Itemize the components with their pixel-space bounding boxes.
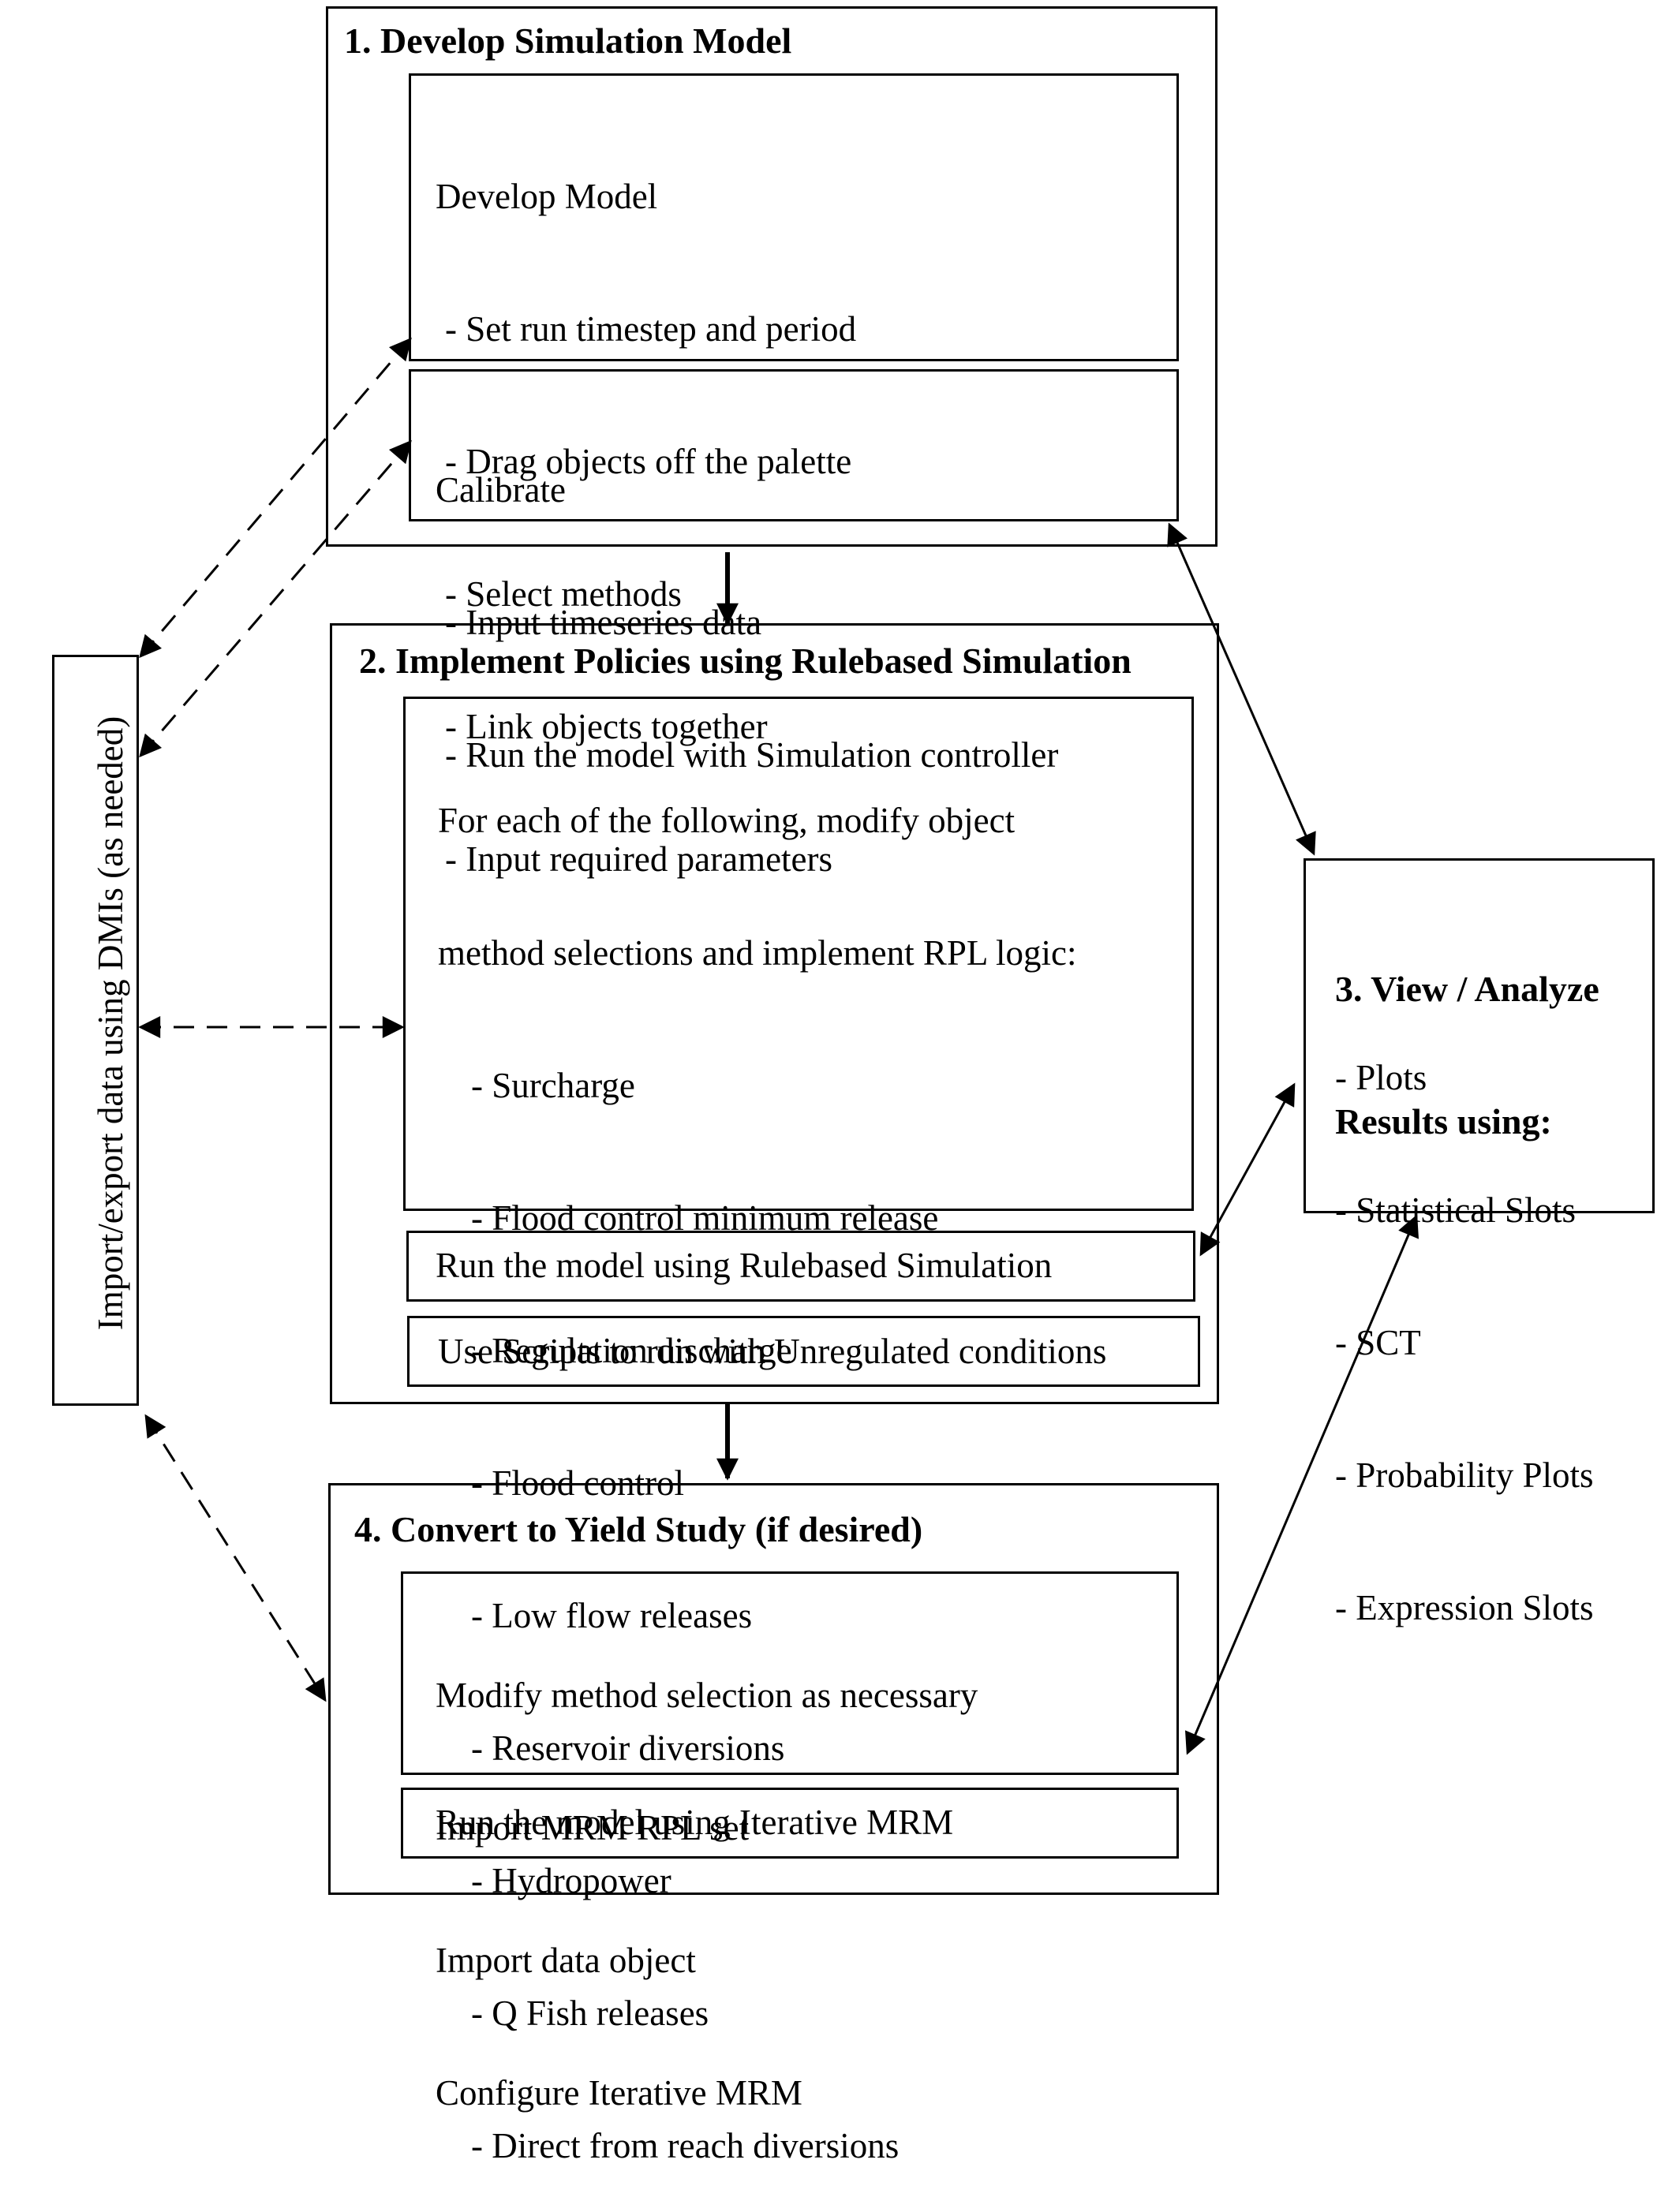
dmi-arrow-yield [144,1414,327,1702]
dmi-box [52,655,139,1406]
policy-item: - Regulation discharge [471,1331,792,1370]
calibrate-content: Calibrate - Input timeseries data - Run … [436,379,1058,821]
run-rulebased-label: Run the model using Rulebased Simulation [436,1246,1053,1285]
run-mrm-label: Run the model using Iterative MRM [436,1803,954,1842]
step2-title: 2. Implement Policies using Rulebased Si… [359,641,1131,681]
yield-config-item: Modify method selection as necessary [436,1676,978,1715]
calibrate-item: - Input timeseries data [445,603,762,642]
step1-develop-simulation-model [326,6,1218,547]
step4-convert-to-yield-study [328,1483,1219,1895]
policy-item: - Surcharge [471,1066,635,1105]
results-arrow-mrm [1185,1214,1419,1755]
dmi-label: Import/export data using DMIs (as needed… [91,716,130,1331]
step4-title: 4. Convert to Yield Study (if desired) [354,1509,923,1549]
step3-items: - Plots - Statistical Slots - SCT - Prob… [1335,967,1594,1674]
yield-config-item: Import MRM RPL set [436,1808,750,1848]
policy-item: - Low flow releases [471,1596,753,1635]
step3-title-line: 3. View / Analyze [1335,969,1599,1009]
step3-title-line: Results using: [1335,1101,1552,1141]
results-item: - SCT [1335,1323,1421,1362]
scripts-box [407,1316,1200,1387]
step3-title: 3. View / Analyze Results using: [1335,879,1599,1188]
calibrate-item: - Run the model with Simulation controll… [445,735,1059,775]
develop-model-item: - Set run timestep and period [445,309,857,349]
step1-title: 1. Develop Simulation Model [344,21,792,61]
develop-model-item: - Drag objects off the palette [445,442,852,481]
step2-implement-policies [330,623,1219,1404]
scripts-label: Use Scripts to run with Unregulated cond… [438,1332,1107,1371]
develop-model-item: - Input required parameters [445,839,833,879]
results-item: - Plots [1335,1058,1427,1097]
run-mrm-box [401,1788,1179,1859]
calibrate-box [409,369,1179,521]
calibrate-heading: Calibrate [436,470,566,510]
step3-view-analyze-results [1304,858,1655,1213]
connector-arrows [138,337,1419,1755]
policy-item: - Reservoir diversions [471,1728,785,1768]
policies-box [403,697,1194,1211]
run-rulebased-box [406,1231,1195,1302]
develop-model-content: Develop Model - Set run timestep and per… [436,86,856,925]
yield-config-item: Import data object [436,1941,696,1980]
develop-model-heading: Develop Model [436,177,658,216]
policies-intro-line: method selections and implement RPL logi… [438,933,1077,973]
develop-model-item: - Link objects together [445,707,768,746]
develop-model-box [409,73,1179,361]
yield-config-item: Configure Iterative MRM [436,2073,802,2113]
results-arrow-calibrate [1167,522,1316,856]
results-item: - Statistical Slots [1335,1190,1577,1230]
develop-model-item: - Select methods [445,574,682,614]
policies-intro-line: For each of the following, modify object [438,801,1016,840]
results-item: - Expression Slots [1335,1588,1594,1627]
yield-config-content: Modify method selection as necessary Imp… [436,1585,978,2159]
results-item: - Probability Plots [1335,1455,1594,1495]
dmi-arrow-calibrate [139,439,412,758]
yield-config-box [401,1571,1179,1775]
